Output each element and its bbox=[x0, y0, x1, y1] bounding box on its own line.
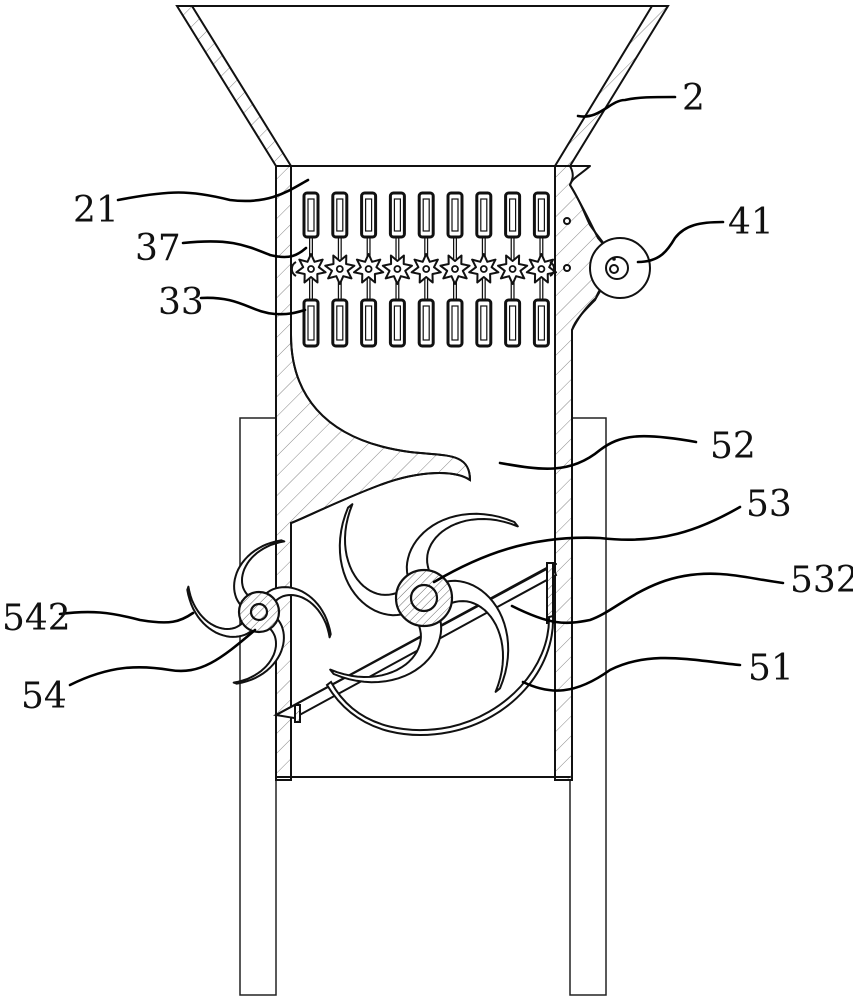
label-37: 37 bbox=[135, 228, 181, 269]
comb-slot-lower-inner bbox=[480, 305, 488, 341]
impeller-blade bbox=[329, 619, 443, 684]
hopper bbox=[175, 5, 670, 171]
comb-slot-lower-inner bbox=[537, 305, 546, 341]
label-53: 53 bbox=[746, 484, 792, 525]
arc-screen-51 bbox=[325, 614, 555, 736]
hopper-right-wall bbox=[553, 5, 670, 167]
leader-41 bbox=[636, 220, 725, 264]
main-impeller-53 bbox=[329, 503, 519, 693]
chute-line bbox=[275, 563, 557, 716]
label-52: 52 bbox=[710, 426, 756, 467]
guide-plate-52 bbox=[290, 334, 471, 524]
axle-end-left bbox=[290, 261, 297, 277]
leader-54 bbox=[68, 628, 257, 687]
gear-axle bbox=[537, 265, 546, 273]
pulley-axle bbox=[609, 264, 619, 274]
right-leg bbox=[569, 417, 607, 996]
leader-51 bbox=[521, 656, 742, 692]
impeller-blade bbox=[405, 512, 519, 577]
impeller-bore bbox=[249, 602, 269, 622]
axle-end-right bbox=[549, 261, 556, 277]
comb-slot-lower-inner bbox=[393, 305, 401, 341]
comb-slot-lower-inner bbox=[451, 305, 459, 341]
label-532: 532 bbox=[790, 560, 853, 601]
gear-axle bbox=[479, 265, 488, 273]
impeller-blade bbox=[233, 539, 286, 606]
small-impeller-54 bbox=[186, 539, 332, 685]
comb-slot-lower-inner bbox=[509, 305, 517, 341]
leader-532 bbox=[510, 572, 785, 625]
leader-53 bbox=[432, 505, 742, 584]
gear-axle bbox=[393, 265, 402, 273]
label-33: 33 bbox=[158, 282, 204, 323]
gear-axle bbox=[364, 265, 373, 273]
gear-axle bbox=[335, 265, 344, 273]
impeller-blade bbox=[186, 585, 253, 638]
chute-lip bbox=[294, 704, 301, 723]
impeller-blade bbox=[338, 503, 403, 617]
comb-slot-upper-inner bbox=[451, 198, 459, 232]
label-542: 542 bbox=[2, 598, 71, 639]
comb-slot-upper-inner bbox=[307, 198, 315, 232]
leader-lines bbox=[58, 95, 785, 692]
comb-slot-lower-inner bbox=[336, 305, 344, 341]
gear-axle bbox=[451, 265, 459, 273]
comb-slot-lower-inner bbox=[365, 305, 373, 341]
impeller-blade bbox=[232, 618, 285, 685]
label-51: 51 bbox=[748, 648, 794, 689]
chute-post bbox=[546, 562, 554, 624]
comb-slot-upper-inner bbox=[509, 198, 517, 232]
comb-slot-upper-inner bbox=[393, 198, 401, 232]
leader-542 bbox=[58, 610, 195, 624]
bolt-hole bbox=[563, 264, 571, 272]
comb-slot-upper-inner bbox=[336, 198, 344, 232]
leader-37 bbox=[181, 240, 308, 259]
label-41: 41 bbox=[728, 202, 774, 243]
comb-slot-upper-inner bbox=[537, 198, 546, 232]
reference-numerals: 2 21 37 33 41 52 53 532 51 542 54 bbox=[2, 78, 853, 717]
leader-33 bbox=[199, 296, 307, 316]
comb-slot-upper-inner bbox=[422, 198, 430, 232]
bolt-hole bbox=[563, 217, 571, 225]
leader-2 bbox=[576, 95, 677, 118]
label-54: 54 bbox=[21, 676, 67, 717]
comb-slot-upper-inner bbox=[365, 198, 373, 232]
impeller-bore bbox=[409, 583, 439, 613]
left-leg bbox=[239, 417, 277, 996]
leader-21 bbox=[116, 178, 310, 203]
hopper-left-wall bbox=[175, 5, 292, 171]
gear-axle bbox=[307, 265, 315, 273]
comb-slot-lower-inner bbox=[422, 305, 430, 341]
comb-array bbox=[290, 191, 557, 348]
comb-slot-lower-inner bbox=[307, 305, 315, 341]
impeller-blade bbox=[445, 579, 510, 693]
leader-52 bbox=[498, 434, 698, 470]
label-2: 2 bbox=[682, 78, 705, 119]
pulley-dot bbox=[612, 257, 616, 261]
impeller-blade bbox=[265, 586, 332, 639]
label-21: 21 bbox=[73, 190, 119, 231]
drive-pulley bbox=[589, 237, 651, 299]
gear-axle bbox=[508, 265, 517, 273]
comb-slot-upper-inner bbox=[480, 198, 488, 232]
gear-axle bbox=[422, 265, 431, 273]
